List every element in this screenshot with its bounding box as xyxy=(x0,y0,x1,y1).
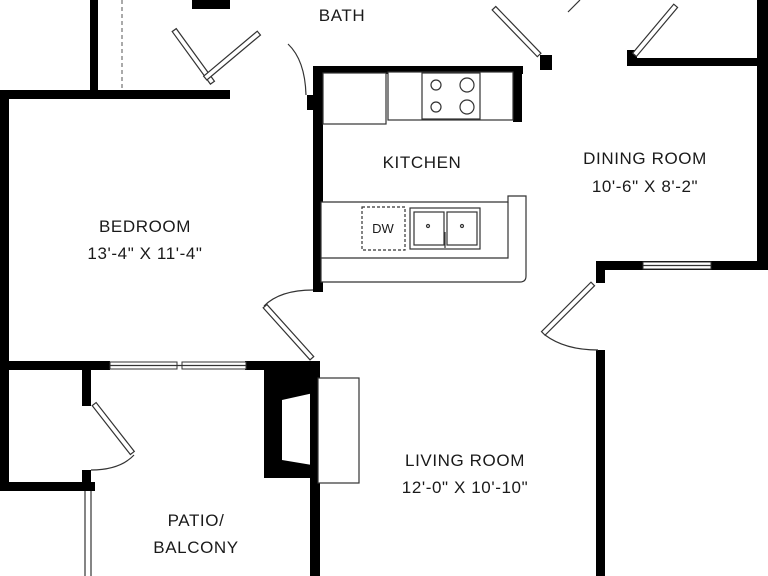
burner xyxy=(430,79,442,91)
refrigerator xyxy=(322,72,387,125)
sink-basin-right xyxy=(446,211,478,246)
dining-room-size: 10'-6" X 8'-2" xyxy=(592,177,698,196)
bath-label: BATH xyxy=(319,6,365,25)
dishwasher xyxy=(361,206,406,251)
burner xyxy=(430,101,442,113)
dining-room-label: DINING ROOM xyxy=(583,149,707,168)
dishwasher-label: DW xyxy=(372,221,394,236)
doors xyxy=(90,0,679,471)
sink-basin-left xyxy=(413,211,445,246)
fireplace-hearth xyxy=(317,377,360,484)
patio-label-line2: BALCONY xyxy=(153,538,238,557)
burner xyxy=(459,77,475,93)
burner xyxy=(459,99,475,115)
living-room-size: 12'-0" X 10'-10" xyxy=(402,478,528,497)
bedroom-label: BEDROOM xyxy=(99,217,191,236)
bedroom-size: 13'-4" X 11'-4" xyxy=(87,244,202,263)
living-room-label: LIVING ROOM xyxy=(405,451,525,470)
room-labels: BATH KITCHEN DINING ROOM 10'-6" X 8'-2" … xyxy=(87,6,706,557)
kitchen-fixtures xyxy=(320,71,527,283)
patio-label-line1: PATIO/ xyxy=(168,511,225,530)
windows xyxy=(84,261,712,576)
kitchen-label: KITCHEN xyxy=(383,153,462,172)
